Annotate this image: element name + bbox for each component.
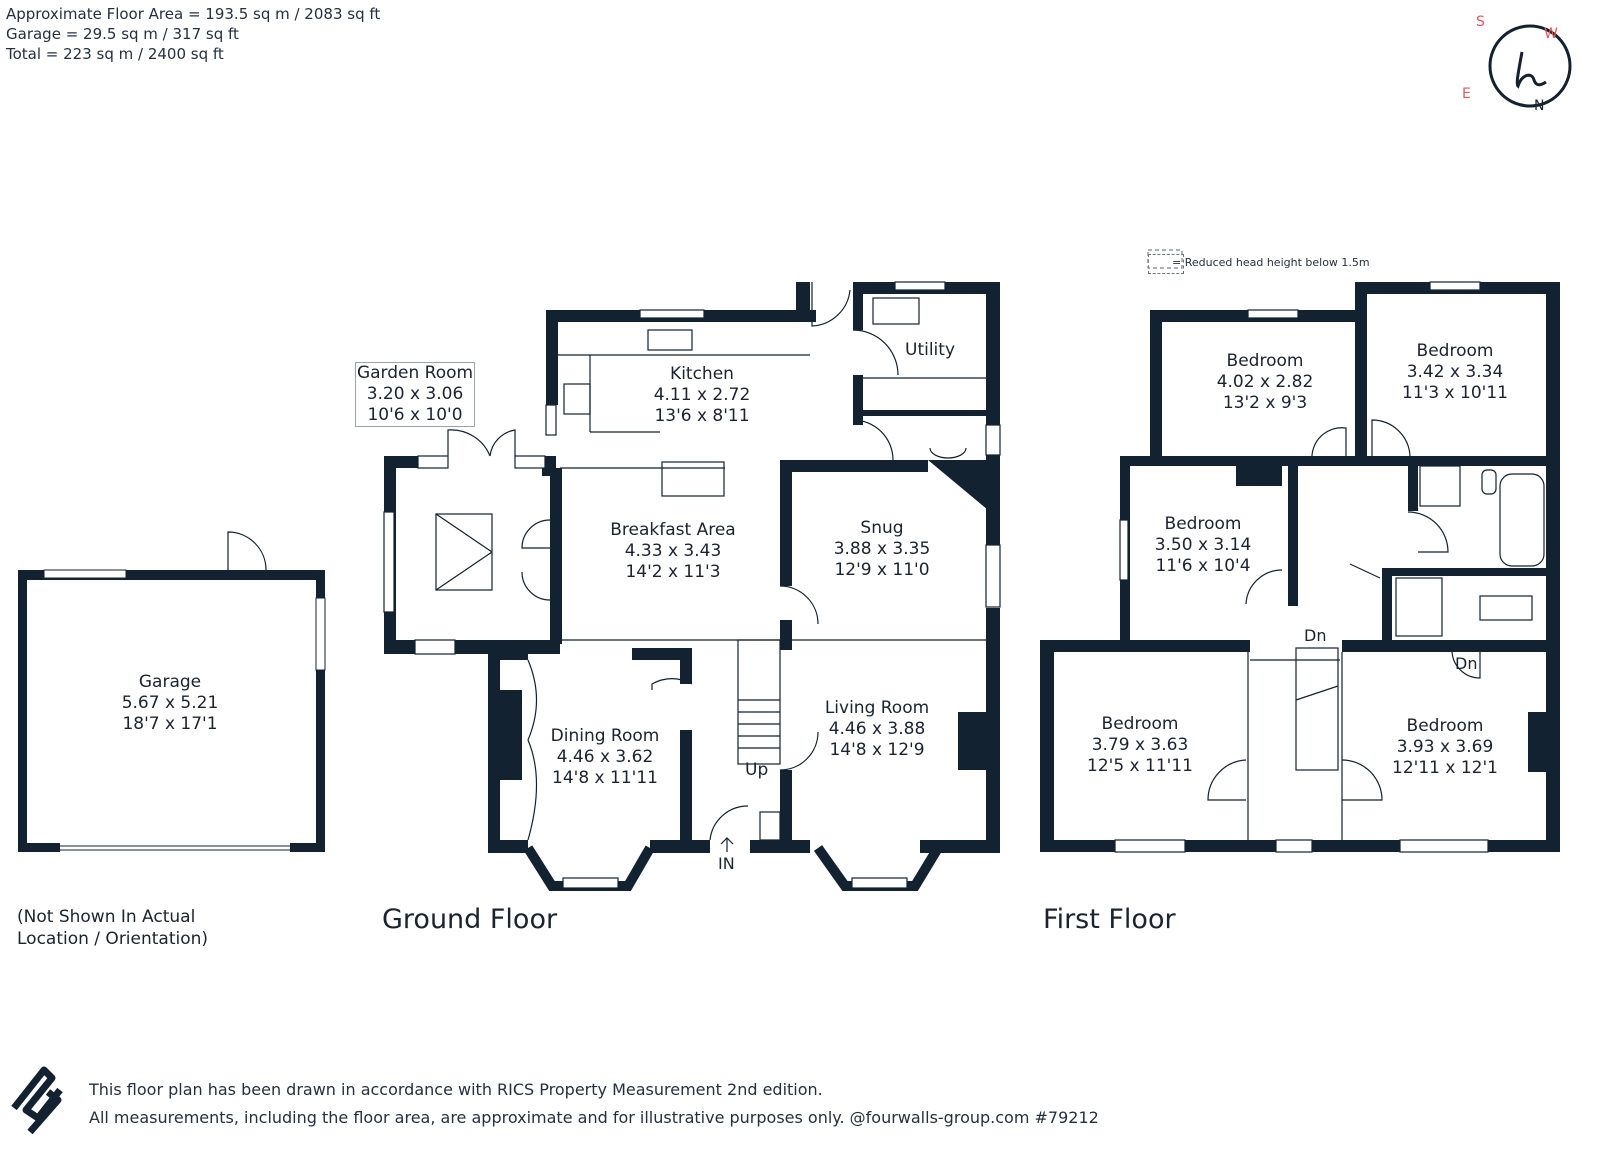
room-imperial: 14'8 x 12'9 [829,740,925,760]
room-name: Bedroom [1101,714,1179,734]
room-name: Dining Room [550,726,660,746]
room-metric: 3.93 x 3.69 [1396,737,1494,757]
room-metric: 3.50 x 3.14 [1154,535,1252,555]
note-line-2: Location / Orientation) [17,929,209,949]
room-metric: 4.46 x 3.88 [828,719,926,739]
room-name: Bedroom [1416,341,1494,361]
stairs-up-label: Up [745,760,769,780]
room-imperial: 13'6 x 8'11 [654,406,750,426]
note-line-1: (Not Shown In Actual [17,907,196,927]
room-label-garage: Garage 5.67 x 5.21 18'7 x 17'1 [90,672,250,735]
first-floor-title: First Floor [1043,904,1176,935]
room-label-living-room: Living Room 4.46 x 3.88 14'8 x 12'9 [812,698,942,761]
first-floor-fittings [1114,249,1545,853]
floor-area-text: Approximate Floor Area = 193.5 sq m / 20… [6,5,381,23]
room-imperial: 18'7 x 17'1 [122,714,218,734]
room-imperial: 12'11 x 12'1 [1392,758,1498,778]
room-name: Breakfast Area [610,520,736,540]
legend-text: = Reduced head height below 1.5m [1172,256,1370,269]
room-imperial: 14'8 x 11'11 [552,768,658,788]
room-name: Utility [905,340,956,360]
garage-plan [18,531,326,852]
room-imperial: 11'6 x 10'4 [1155,556,1251,576]
room-imperial: 12'9 x 11'0 [834,560,930,580]
room-metric: 5.67 x 5.21 [121,693,219,713]
room-imperial: 12'5 x 11'11 [1087,756,1193,776]
room-label-bedroom-2: Bedroom 3.42 x 3.34 11'3 x 10'11 [1390,341,1520,404]
total-area-text: Total = 223 sq m / 2400 sq ft [6,45,224,63]
room-name: Kitchen [670,364,734,384]
room-name: Snug [860,518,904,538]
room-name: Garden Room [356,363,474,383]
room-name: Bedroom [1164,514,1242,534]
compass-w-label: W [1544,26,1558,42]
room-label-garden-room: Garden Room 3.20 x 3.06 10'6 x 10'0 [355,362,475,427]
room-label-utility: Utility [905,340,955,360]
room-metric: 4.11 x 2.72 [653,385,751,405]
room-label-kitchen: Kitchen 4.11 x 2.72 13'6 x 8'11 [632,364,772,427]
room-metric: 4.46 x 3.62 [556,747,654,767]
entrance-label: IN [718,854,735,873]
room-label-breakfast-area: Breakfast Area 4.33 x 3.43 14'2 x 11'3 [598,520,748,583]
room-imperial: 14'2 x 11'3 [625,562,721,582]
garage-area-text: Garage = 29.5 sq m / 317 sq ft [6,25,239,43]
room-name: Bedroom [1406,716,1484,736]
room-imperial: 13'2 x 9'3 [1222,393,1308,413]
stairs-down-label: Dn [1304,626,1327,645]
area-summary: Approximate Floor Area = 193.5 sq m / 20… [6,4,380,64]
room-metric: 3.79 x 3.63 [1091,735,1189,755]
compass-e-label: E [1462,86,1471,102]
room-name: Living Room [824,698,930,718]
legend-dashed-box [1148,254,1184,274]
stairs-down-label-2: Dn [1455,654,1478,673]
room-label-dining-room: Dining Room 4.46 x 3.62 14'8 x 11'11 [540,726,670,789]
garage-location-note: (Not Shown In Actual Location / Orientat… [17,906,208,950]
room-label-snug: Snug 3.88 x 3.35 12'9 x 11'0 [822,518,942,581]
room-name: Bedroom [1226,351,1304,371]
room-imperial: 10'6 x 10'0 [367,405,463,425]
ground-floor-title: Ground Floor [382,904,558,935]
room-label-bedroom-1: Bedroom 4.02 x 2.82 13'2 x 9'3 [1200,351,1330,414]
room-label-bedroom-3: Bedroom 3.50 x 3.14 11'6 x 10'4 [1138,514,1268,577]
compass-n-label: N [1534,98,1545,114]
compass-logo: S W E N [1462,14,1598,114]
room-imperial: 11'3 x 10'11 [1402,383,1508,403]
room-metric: 3.88 x 3.35 [833,539,931,559]
fourwalls-logo-icon [11,1066,63,1135]
ground-floor-fittings [383,281,1001,891]
compass-s-label: S [1476,14,1485,30]
room-label-bedroom-4: Bedroom 3.79 x 3.63 12'5 x 11'11 [1075,714,1205,777]
room-metric: 3.42 x 3.34 [1406,362,1504,382]
compass-circle-icon [1488,24,1572,108]
room-metric: 4.33 x 3.43 [624,541,722,561]
room-name: Garage [138,672,202,692]
room-label-bedroom-5: Bedroom 3.93 x 3.69 12'11 x 12'1 [1380,716,1510,779]
footer-rics-note: This floor plan has been drawn in accord… [89,1080,823,1099]
footer-disclaimer: All measurements, including the floor ar… [89,1108,1099,1127]
room-metric: 3.20 x 3.06 [366,384,464,404]
room-metric: 4.02 x 2.82 [1216,372,1314,392]
